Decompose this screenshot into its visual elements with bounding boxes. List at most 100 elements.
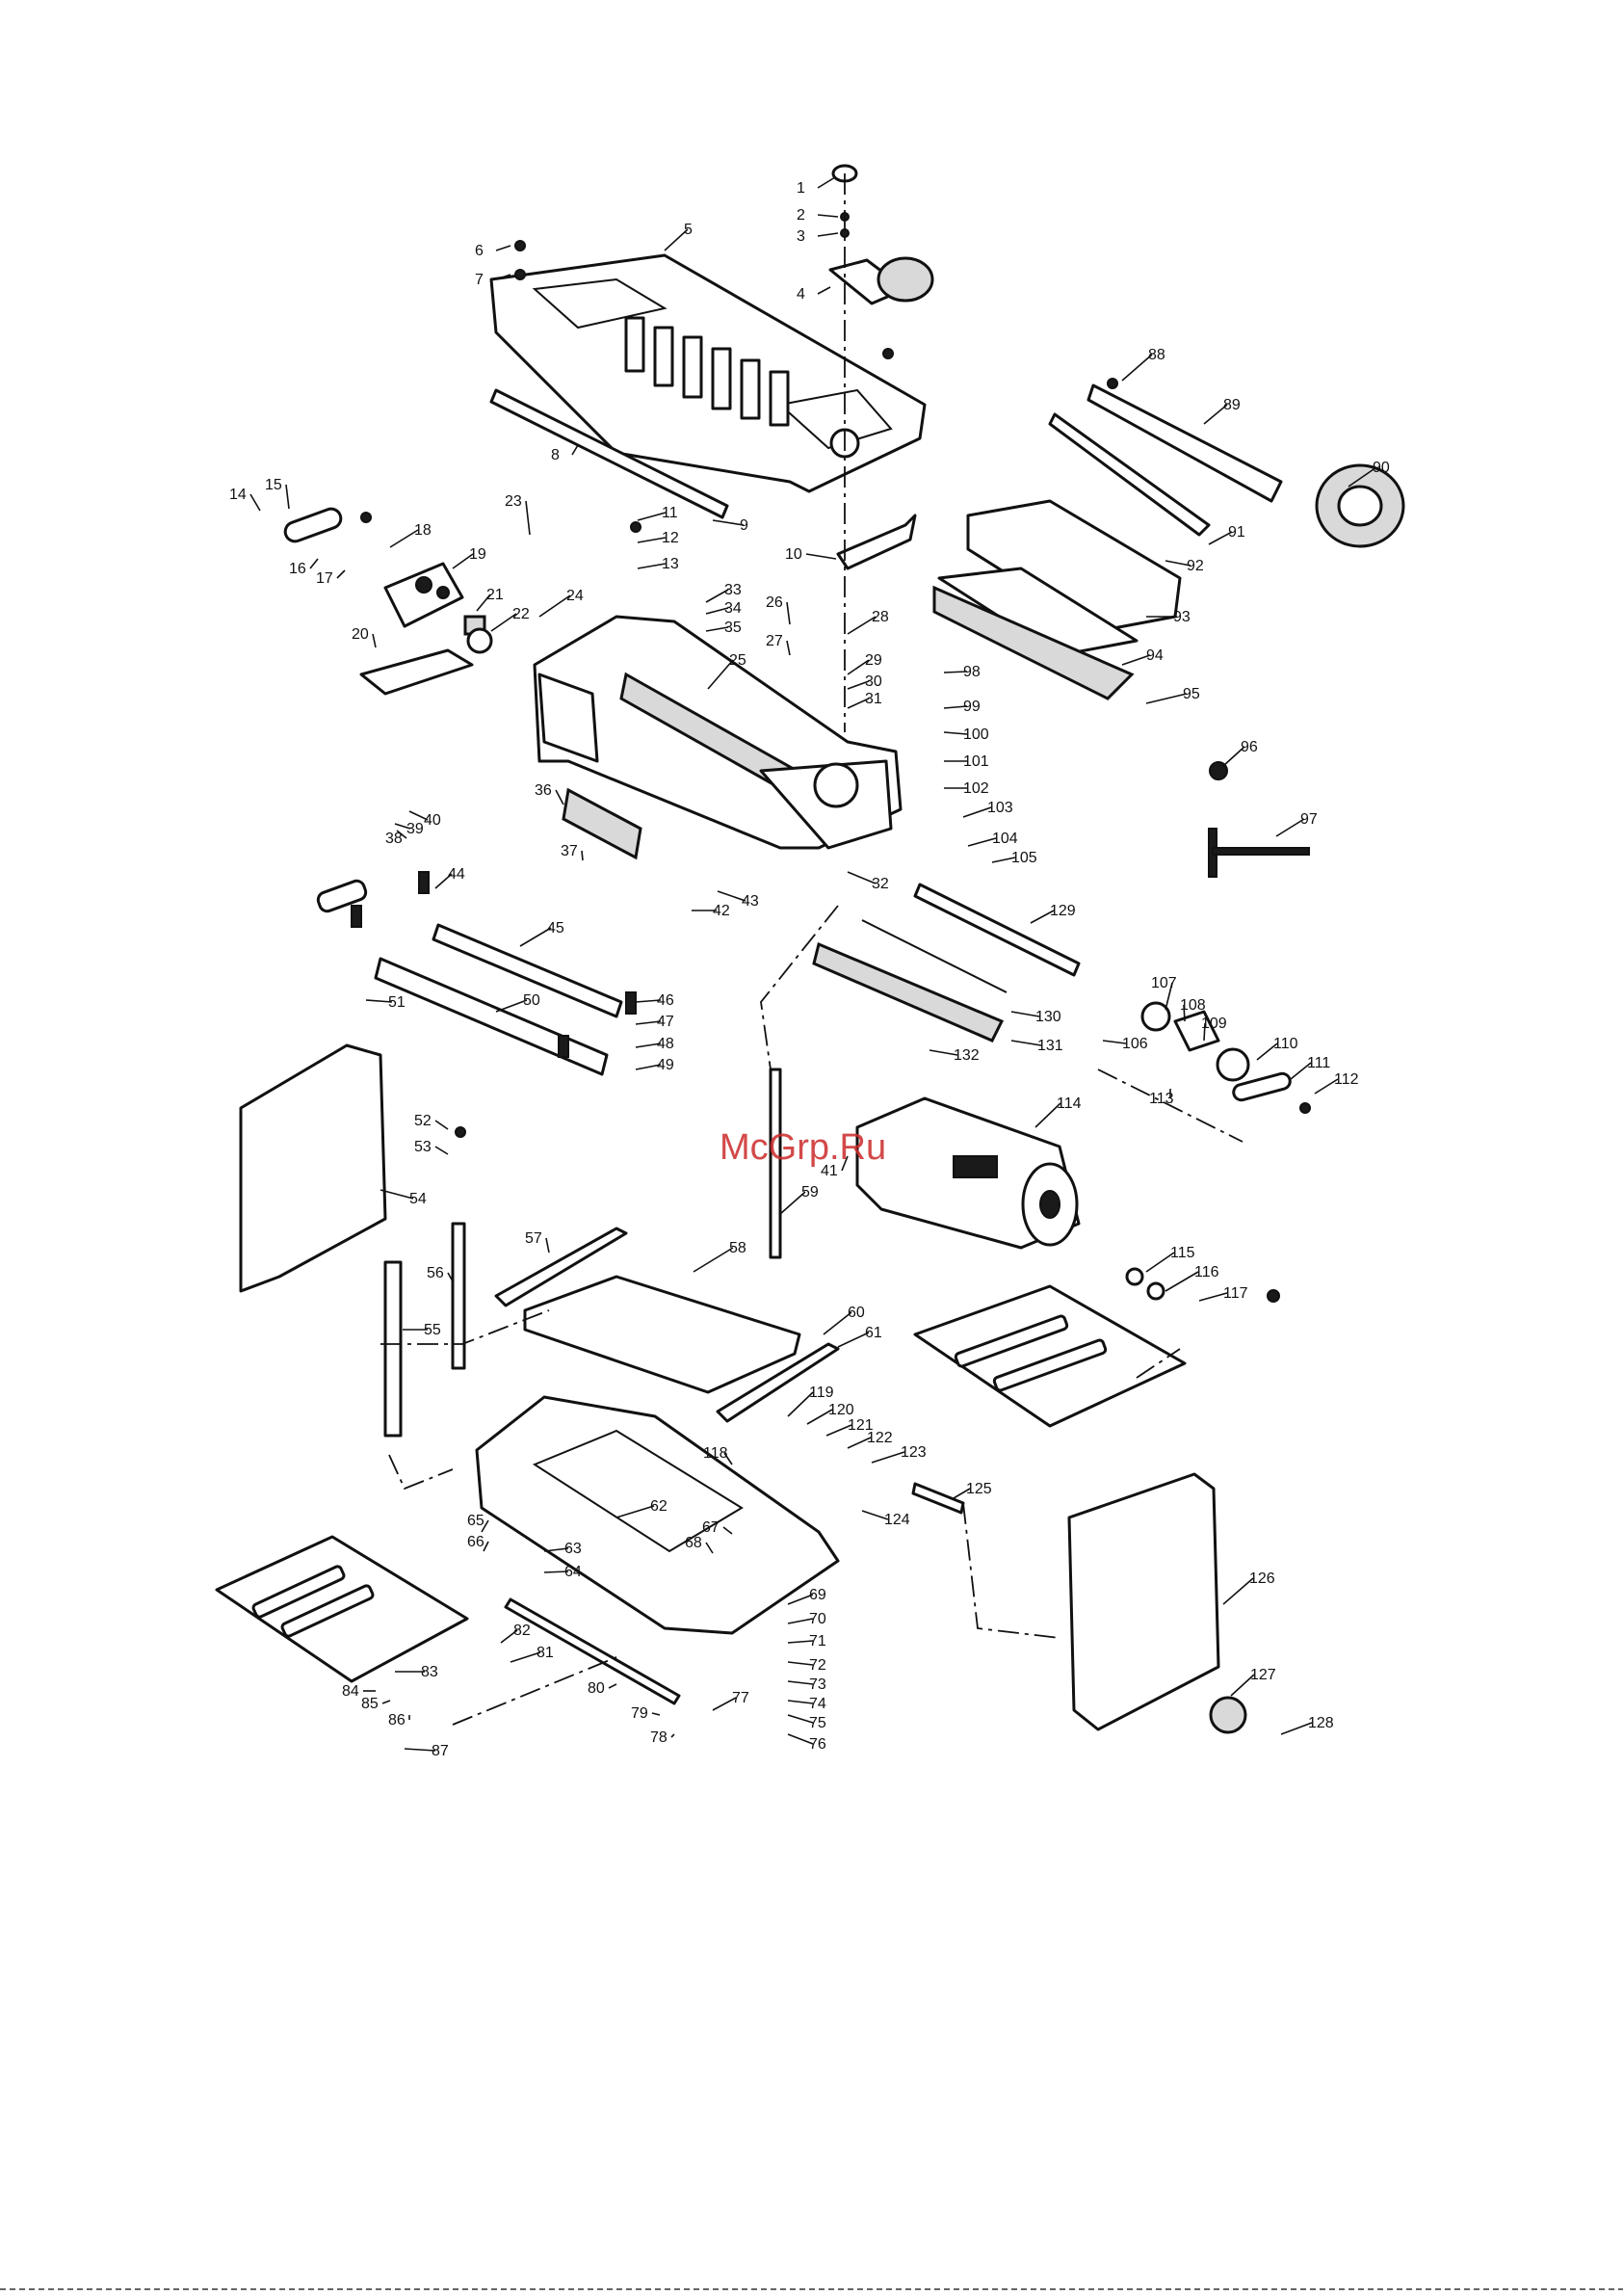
part-number-label: 11 bbox=[662, 505, 678, 521]
part-number-label: 99 bbox=[963, 699, 981, 715]
part-number-label: 37 bbox=[561, 843, 578, 859]
leader-line bbox=[847, 659, 870, 675]
part-number-label: 29 bbox=[865, 652, 882, 669]
part-number-label: 77 bbox=[732, 1690, 749, 1706]
leader-line bbox=[404, 1748, 436, 1752]
leader-line bbox=[806, 1409, 833, 1425]
part-number-label: 108 bbox=[1180, 997, 1206, 1014]
leader-line bbox=[817, 286, 831, 295]
leader-line bbox=[786, 601, 791, 625]
part-number-label: 131 bbox=[1037, 1038, 1063, 1054]
part-number-label: 26 bbox=[766, 594, 783, 611]
leader-line bbox=[555, 789, 564, 805]
leader-line bbox=[723, 1452, 733, 1465]
part-number-label: 2 bbox=[797, 207, 805, 224]
leader-line bbox=[943, 671, 968, 673]
part-number-label: 75 bbox=[809, 1715, 826, 1731]
leader-line bbox=[1121, 654, 1151, 666]
leader-line bbox=[615, 1505, 655, 1518]
leader-line bbox=[389, 529, 419, 548]
washer bbox=[1146, 1281, 1165, 1301]
leader-line bbox=[336, 569, 346, 579]
part-number-label: 45 bbox=[547, 920, 564, 937]
leader-line bbox=[847, 698, 870, 709]
part-number-label: 19 bbox=[469, 546, 486, 563]
part-number-label: 95 bbox=[1183, 686, 1200, 702]
part-number-label: 86 bbox=[388, 1712, 406, 1729]
right-side-panel bbox=[1067, 1472, 1220, 1731]
leader-line bbox=[1034, 1102, 1061, 1128]
part-number-label: 83 bbox=[421, 1664, 438, 1680]
leader-line bbox=[434, 1120, 449, 1130]
part-number-label: 96 bbox=[1241, 739, 1258, 755]
part-number-label: 71 bbox=[809, 1633, 826, 1649]
part-number-label: 64 bbox=[564, 1564, 582, 1580]
part-number-label: 30 bbox=[865, 673, 882, 690]
leader-line bbox=[1165, 1271, 1199, 1292]
leader-line bbox=[396, 830, 407, 839]
leader-line bbox=[670, 1733, 675, 1738]
part-number-label: 106 bbox=[1122, 1036, 1148, 1052]
part-number-label: 23 bbox=[505, 493, 522, 510]
part-number-label: 126 bbox=[1249, 1570, 1275, 1587]
leader-line bbox=[1203, 1022, 1206, 1042]
leader-line bbox=[847, 680, 870, 690]
part-number-label: 62 bbox=[650, 1498, 668, 1515]
part-number-label: 44 bbox=[448, 866, 465, 883]
part-number-labels: 1234567891011121314151617181920212223242… bbox=[229, 180, 1390, 1759]
part-number-label: 69 bbox=[809, 1587, 826, 1603]
leader-line bbox=[500, 1629, 518, 1644]
leader-line bbox=[495, 245, 511, 251]
leader-line bbox=[571, 444, 579, 456]
leader-line bbox=[1145, 1252, 1175, 1273]
leader-line bbox=[545, 1237, 550, 1254]
part-number-label: 82 bbox=[513, 1623, 531, 1639]
part-number-label: 84 bbox=[342, 1683, 359, 1700]
washer bbox=[1125, 1267, 1144, 1286]
leader-line bbox=[1256, 1042, 1278, 1061]
part-number-label: 7 bbox=[475, 272, 484, 288]
gear-box bbox=[383, 562, 493, 654]
leader-line bbox=[481, 1519, 489, 1533]
part-number-label: 9 bbox=[740, 517, 748, 534]
depth-knob bbox=[828, 164, 934, 305]
part-number-label: 54 bbox=[409, 1191, 427, 1207]
leader-line bbox=[447, 1272, 454, 1282]
leader-line bbox=[637, 537, 667, 543]
assembly-line bbox=[1097, 1069, 1243, 1143]
leader-line bbox=[380, 1189, 414, 1200]
leader-line bbox=[705, 589, 729, 603]
part-number-label: 107 bbox=[1151, 975, 1177, 991]
t-wrench bbox=[1208, 828, 1310, 878]
infeed-table bbox=[215, 1535, 469, 1683]
part-number-label: 51 bbox=[388, 994, 406, 1011]
part-number-label: 104 bbox=[992, 831, 1018, 847]
part-number-label: 124 bbox=[884, 1512, 910, 1528]
part-number-label: 79 bbox=[631, 1705, 648, 1722]
leader-line bbox=[581, 850, 584, 861]
part-number-label: 123 bbox=[901, 1444, 927, 1461]
leader-line bbox=[847, 1437, 872, 1449]
table-rail bbox=[494, 1227, 628, 1307]
planer-table bbox=[523, 1275, 801, 1394]
part-number-label: 25 bbox=[729, 652, 746, 669]
leader-line bbox=[712, 1697, 737, 1711]
part-number-label: 127 bbox=[1250, 1667, 1276, 1683]
part-number-label: 10 bbox=[785, 546, 802, 563]
assembly-line bbox=[388, 1454, 454, 1491]
part-number-label: 53 bbox=[414, 1139, 432, 1155]
part-number-label: 13 bbox=[662, 556, 679, 572]
part-number-label: 33 bbox=[724, 582, 742, 598]
part-number-label: 12 bbox=[662, 530, 679, 546]
leader-line bbox=[967, 837, 997, 847]
part-number-label: 98 bbox=[963, 664, 981, 680]
part-number-label: 22 bbox=[512, 606, 530, 622]
part-number-label: 119 bbox=[809, 1385, 834, 1401]
leader-line bbox=[693, 1247, 734, 1273]
part-number-label: 89 bbox=[1223, 397, 1241, 413]
part-number-label: 8 bbox=[551, 447, 560, 463]
leader-line bbox=[394, 823, 411, 830]
drive-chain bbox=[283, 507, 343, 543]
leader-line bbox=[787, 1714, 814, 1724]
part-number-label: 122 bbox=[867, 1430, 893, 1446]
